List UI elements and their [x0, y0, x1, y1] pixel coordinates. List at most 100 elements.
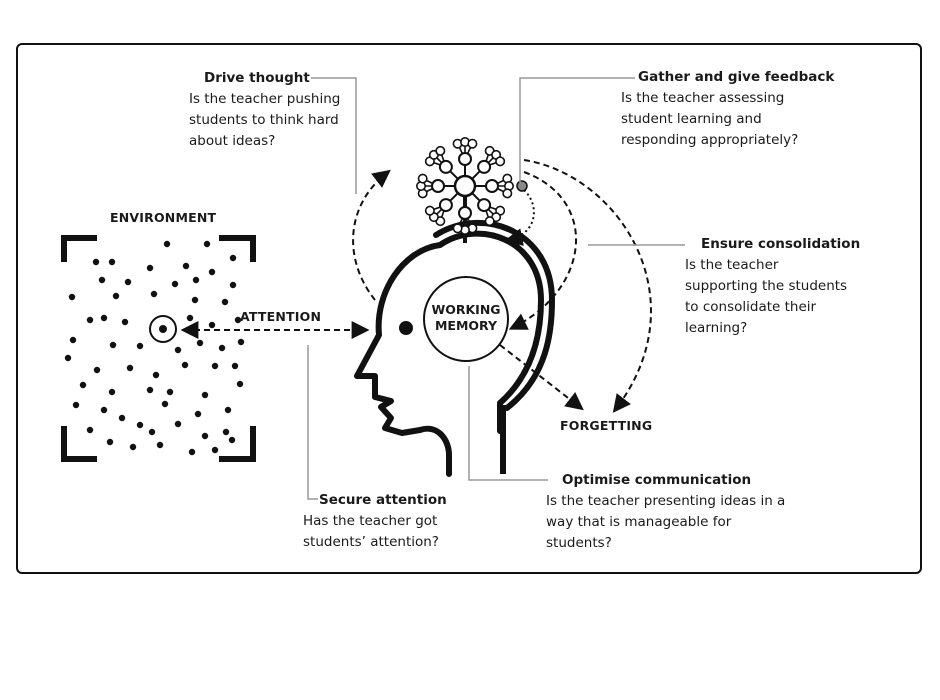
- environment-dot: [69, 336, 77, 344]
- environment-label: ENVIRONMENT: [110, 210, 217, 225]
- environment-dot: [98, 276, 106, 284]
- neuron-icon: [415, 137, 528, 236]
- attention-line-2: students’ attention?: [303, 534, 439, 550]
- environment-dot: [148, 428, 156, 436]
- environment-dot: [203, 240, 211, 248]
- communication-leader: [468, 366, 548, 481]
- environment-dot: [136, 421, 144, 429]
- environment-dot: [152, 371, 160, 379]
- environment-dot: [109, 341, 117, 349]
- drive-thought-callout: Drive thought Is the teacher pushing stu…: [189, 68, 340, 152]
- environment-dot: [229, 281, 237, 289]
- environment-dot: [106, 438, 114, 446]
- drive-thought-line-1: Is the teacher pushing: [189, 91, 341, 107]
- environment-dot: [186, 314, 194, 322]
- consolidation-callout: Ensure consolidation Is the teacher supp…: [685, 234, 860, 339]
- environment-dot: [221, 298, 229, 306]
- forgetting-arrow: [499, 344, 584, 411]
- environment-dot: [228, 436, 236, 444]
- attention-line-1: Has the teacher got: [303, 513, 438, 529]
- head-outline: [354, 230, 544, 477]
- environment-dot: [121, 318, 129, 326]
- consolidation-line-3: to consolidate their: [685, 299, 817, 315]
- working-memory-line-2: MEMORY: [434, 318, 498, 333]
- environment-dot: [201, 391, 209, 399]
- communication-callout: Optimise communication Is the teacher pr…: [546, 470, 785, 554]
- neuron-node: [438, 198, 453, 213]
- eye-icon: [399, 321, 413, 335]
- neuron-node: [435, 145, 446, 156]
- consolidation-line-4: learning?: [685, 320, 748, 336]
- environment-dot: [231, 362, 239, 370]
- environment-dot: [93, 366, 101, 374]
- feedback-leader: [519, 77, 635, 183]
- drive-thought-line-3: about ideas?: [189, 133, 276, 149]
- environment-dot: [163, 240, 171, 248]
- environment-dot: [211, 446, 219, 454]
- drive-thought-heading: Drive thought: [204, 70, 310, 86]
- feedback-line-3: responding appropriately?: [621, 132, 799, 148]
- environment-frame: [61, 235, 256, 462]
- neuron-node: [502, 188, 513, 199]
- environment-dot: [208, 268, 216, 276]
- environment-dot: [79, 381, 87, 389]
- environment-dot: [174, 420, 182, 428]
- environment-dot: [218, 344, 226, 352]
- environment-dot: [136, 342, 144, 350]
- feedback-heading: Gather and give feedback: [638, 69, 835, 85]
- environment-dot: [161, 400, 169, 408]
- environment-dot: [208, 321, 216, 329]
- feedback-arrow: [504, 189, 535, 246]
- environment-dot: [68, 293, 76, 301]
- environment-dot: [194, 410, 202, 418]
- environment-dot: [100, 314, 108, 322]
- neuron-node: [484, 216, 495, 227]
- environment-dot: [196, 339, 204, 347]
- consolidation-arrow: [508, 171, 578, 330]
- neuron-node: [458, 152, 472, 166]
- environment-dot: [72, 401, 80, 409]
- neuron-node: [477, 159, 492, 174]
- environment-dot: [174, 346, 182, 354]
- environment-dot: [146, 264, 154, 272]
- environment-dot: [150, 290, 158, 298]
- environment-dot: [129, 443, 137, 451]
- drive-thought-line-2: students to think hard: [189, 112, 339, 128]
- consolidation-line-1: Is the teacher: [685, 257, 779, 273]
- neuron-node: [417, 173, 428, 184]
- environment-dot: [64, 354, 72, 362]
- feedback-line-2: student learning and: [621, 111, 762, 127]
- attention-leader: [307, 345, 318, 500]
- drive-thought-leader: [311, 77, 357, 194]
- neuron-node: [516, 180, 528, 192]
- environment-dot: [192, 276, 200, 284]
- environment-dot: [86, 316, 94, 324]
- environment-dot: [224, 406, 232, 414]
- neuron-node: [431, 179, 445, 193]
- outer-loop-arrow: [523, 159, 652, 413]
- neuron-core: [453, 174, 477, 198]
- communication-line-3: students?: [546, 535, 612, 551]
- environment-dot: [156, 441, 164, 449]
- environment-dot: [188, 448, 196, 456]
- working-memory-line-1: WORKING: [431, 302, 501, 317]
- environment-dot: [201, 432, 209, 440]
- environment-dots: [64, 240, 245, 456]
- environment-dot: [108, 388, 116, 396]
- environment-dot: [112, 292, 120, 300]
- environment-dot: [86, 426, 94, 434]
- communication-line-2: way that is manageable for: [546, 514, 732, 530]
- attention-callout: Secure attention Has the teacher got stu…: [303, 490, 447, 553]
- environment-dot: [146, 386, 154, 394]
- environment-dot: [222, 428, 230, 436]
- communication-line-1: Is the teacher presenting ideas in a: [546, 493, 786, 509]
- environment-dot: [191, 296, 199, 304]
- neuron-node: [477, 198, 492, 213]
- environment-dot: [171, 280, 179, 288]
- feedback-line-1: Is the teacher assessing: [621, 90, 785, 106]
- consolidation-heading: Ensure consolidation: [701, 236, 861, 252]
- consolidation-line-2: supporting the students: [685, 278, 848, 294]
- environment-dot: [92, 258, 100, 266]
- environment-dot: [118, 414, 126, 422]
